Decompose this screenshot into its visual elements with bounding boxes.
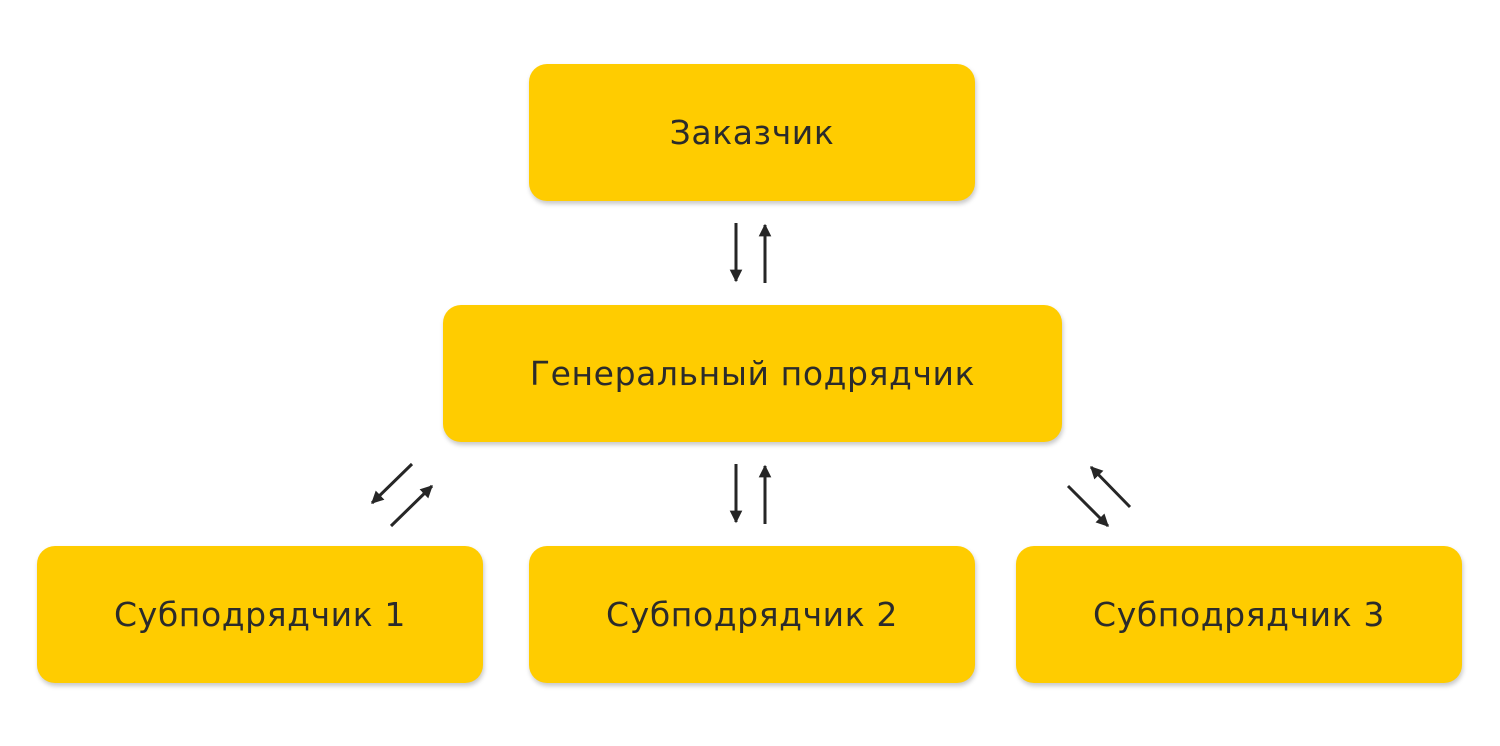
customer-label: Заказчик — [669, 113, 835, 152]
general-sub3-arrow-pair — [1066, 465, 1132, 528]
subcontractor-1-label: Субподрядчик 1 — [114, 595, 406, 634]
subcontractor-3-label: Субподрядчик 3 — [1093, 595, 1385, 634]
general-contractor-node: Генеральный подрядчик — [443, 305, 1062, 442]
general-sub2-arrow-pair — [729, 464, 772, 524]
customer-general-arrow-pair — [729, 223, 772, 283]
subcontractor-2-node: Субподрядчик 2 — [529, 546, 975, 683]
arrow-down-left-icon — [370, 462, 414, 505]
subcontractor-3-node: Субподрядчик 3 — [1016, 546, 1462, 683]
subcontractor-1-node: Субподрядчик 1 — [37, 546, 483, 683]
subcontractor-2-label: Субподрядчик 2 — [606, 595, 898, 634]
general-contractor-label: Генеральный подрядчик — [529, 354, 976, 393]
general-sub1-arrow-pair — [370, 462, 434, 528]
arrow-up-right-icon — [389, 484, 434, 528]
customer-node: Заказчик — [529, 64, 975, 201]
arrow-down-right-icon — [1066, 484, 1110, 528]
arrow-up-left-icon — [1089, 465, 1132, 509]
